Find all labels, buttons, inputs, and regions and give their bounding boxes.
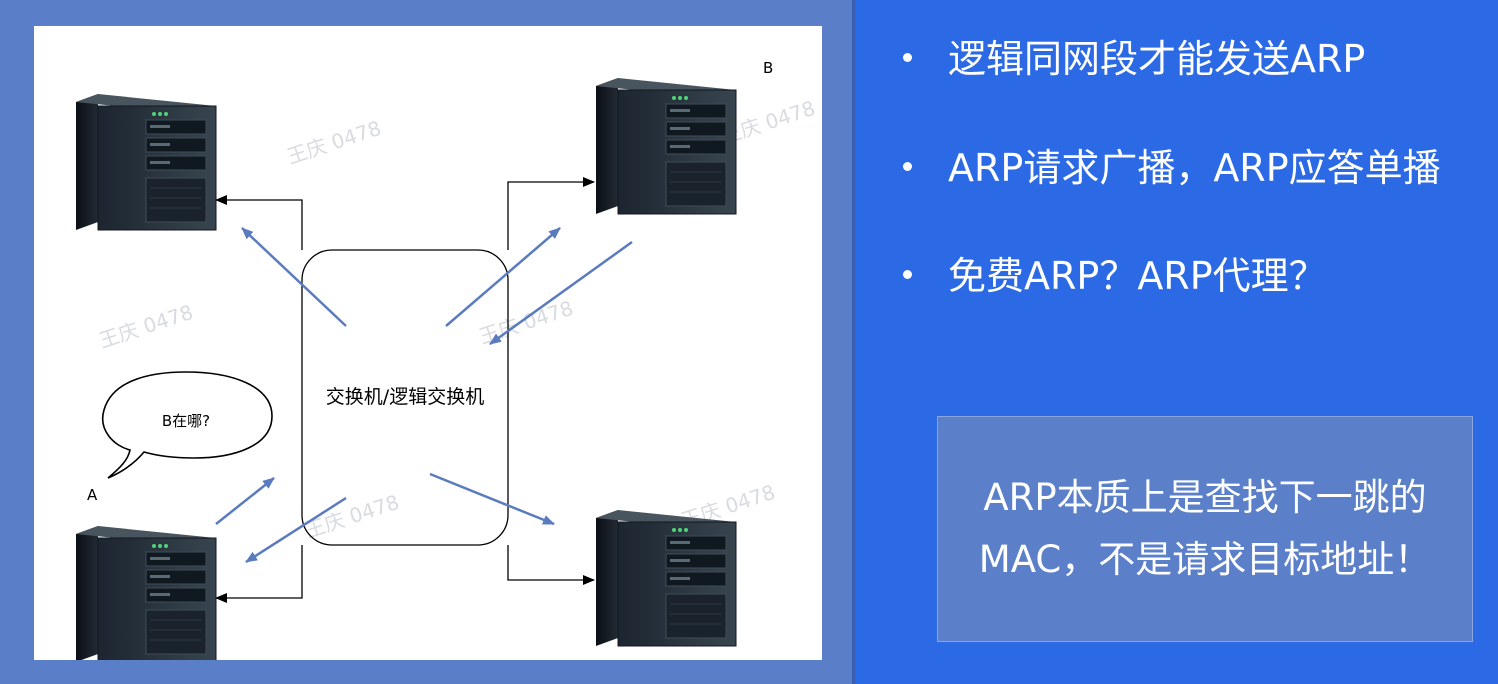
notes-panel: 逻辑同网段才能发送ARP ARP请求广播，ARP应答单播 免费ARP？ARP代理…	[855, 0, 1498, 684]
server-a	[75, 525, 217, 660]
flow-arrow-to-bottom-right	[429, 472, 555, 526]
watermark-text: 王庆 0478	[476, 296, 576, 349]
link-top-left	[215, 195, 303, 250]
host-label-a: A	[87, 486, 98, 504]
watermark-text: 王庆 0478	[284, 116, 384, 169]
panel-divider	[852, 0, 855, 684]
bullet-dot-icon	[903, 53, 912, 62]
link-top-right	[507, 177, 595, 250]
switch-box	[301, 249, 509, 546]
flow-arrow-from-top-right	[489, 240, 633, 346]
flow-arrow-from-a	[215, 477, 275, 525]
summary-box: ARP本质上是查找下一跳的 MAC，不是请求目标地址！	[937, 416, 1473, 642]
bullet-item: 逻辑同网段才能发送ARP	[903, 35, 1493, 83]
flow-arrow-to-top-left	[241, 227, 347, 327]
switch-label: 交换机/逻辑交换机	[326, 386, 484, 408]
bullet-item: ARP请求广播，ARP应答单播	[903, 144, 1493, 192]
flow-arrow-to-top-right	[445, 227, 561, 327]
watermark-text: 王庆 0478	[96, 300, 196, 353]
bullet-dot-icon	[903, 162, 912, 171]
bullet-dot-icon	[903, 270, 912, 279]
bullet-text: ARP请求广播，ARP应答单播	[948, 146, 1441, 190]
speech-bubble-text: B在哪?	[162, 412, 210, 430]
summary-line-1: ARP本质上是查找下一跳的	[983, 476, 1427, 519]
speech-bubble	[101, 371, 273, 479]
link-bottom-left	[215, 545, 303, 603]
bullet-item: 免费ARP？ARP代理？	[903, 252, 1493, 300]
bullet-text: 免费ARP？ARP代理？	[948, 254, 1327, 298]
summary-line-2: MAC，不是请求目标地址！	[978, 538, 1432, 581]
diagram-frame: 王庆 0478 王庆 0478 王庆 0478 王庆 0478 王庆 0478 …	[34, 26, 822, 660]
server-bottom-right	[595, 509, 737, 647]
server-b	[595, 77, 737, 215]
server-top-left	[75, 93, 217, 231]
bullet-text: 逻辑同网段才能发送ARP	[948, 37, 1366, 81]
flow-arrow-to-bottom-left	[245, 496, 347, 564]
network-diagram: 王庆 0478 王庆 0478 王庆 0478 王庆 0478 王庆 0478 …	[34, 26, 822, 660]
host-label-b: B	[763, 59, 773, 77]
link-bottom-right	[507, 545, 595, 585]
